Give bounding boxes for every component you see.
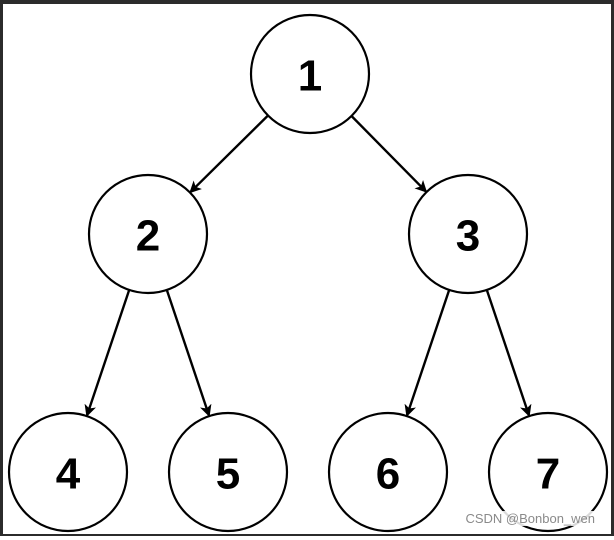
edge-3-to-6 [404,289,451,417]
node-circle-3 [407,173,529,295]
node-circle-4 [7,411,129,533]
watermark-text: CSDN @Bonbon_wen [463,511,597,526]
node-label-5: 5 [216,450,240,499]
node-circle-7 [487,411,609,533]
node-label-2: 2 [136,212,160,261]
edge-2-to-5 [165,289,212,417]
tree-node-2: 2 [87,173,209,295]
node-label-1: 1 [298,52,322,101]
edge-2-to-4 [84,289,131,417]
node-label-6: 6 [376,450,400,499]
tree-node-3: 3 [407,173,529,295]
edge-3-to-7 [485,289,532,417]
node-label-3: 3 [456,212,480,261]
tree-node-5: 5 [167,411,289,533]
binary-tree-diagram: 1 2 3 4 5 6 7 [7,13,609,533]
tree-node-6: 6 [327,411,449,533]
nodes-layer: 1 2 3 4 5 6 7 [7,13,609,533]
tree-node-4: 4 [7,411,129,533]
edge-1-to-2 [189,114,269,194]
tree-node-1: 1 [249,13,371,135]
node-label-4: 4 [56,450,81,499]
tree-node-7: 7 [487,411,609,533]
node-label-7: 7 [536,450,560,499]
node-circle-5 [167,411,289,533]
edge-1-to-3 [350,115,428,193]
node-circle-1 [249,13,371,135]
node-circle-6 [327,411,449,533]
edges-layer [84,114,532,417]
node-circle-2 [87,173,209,295]
